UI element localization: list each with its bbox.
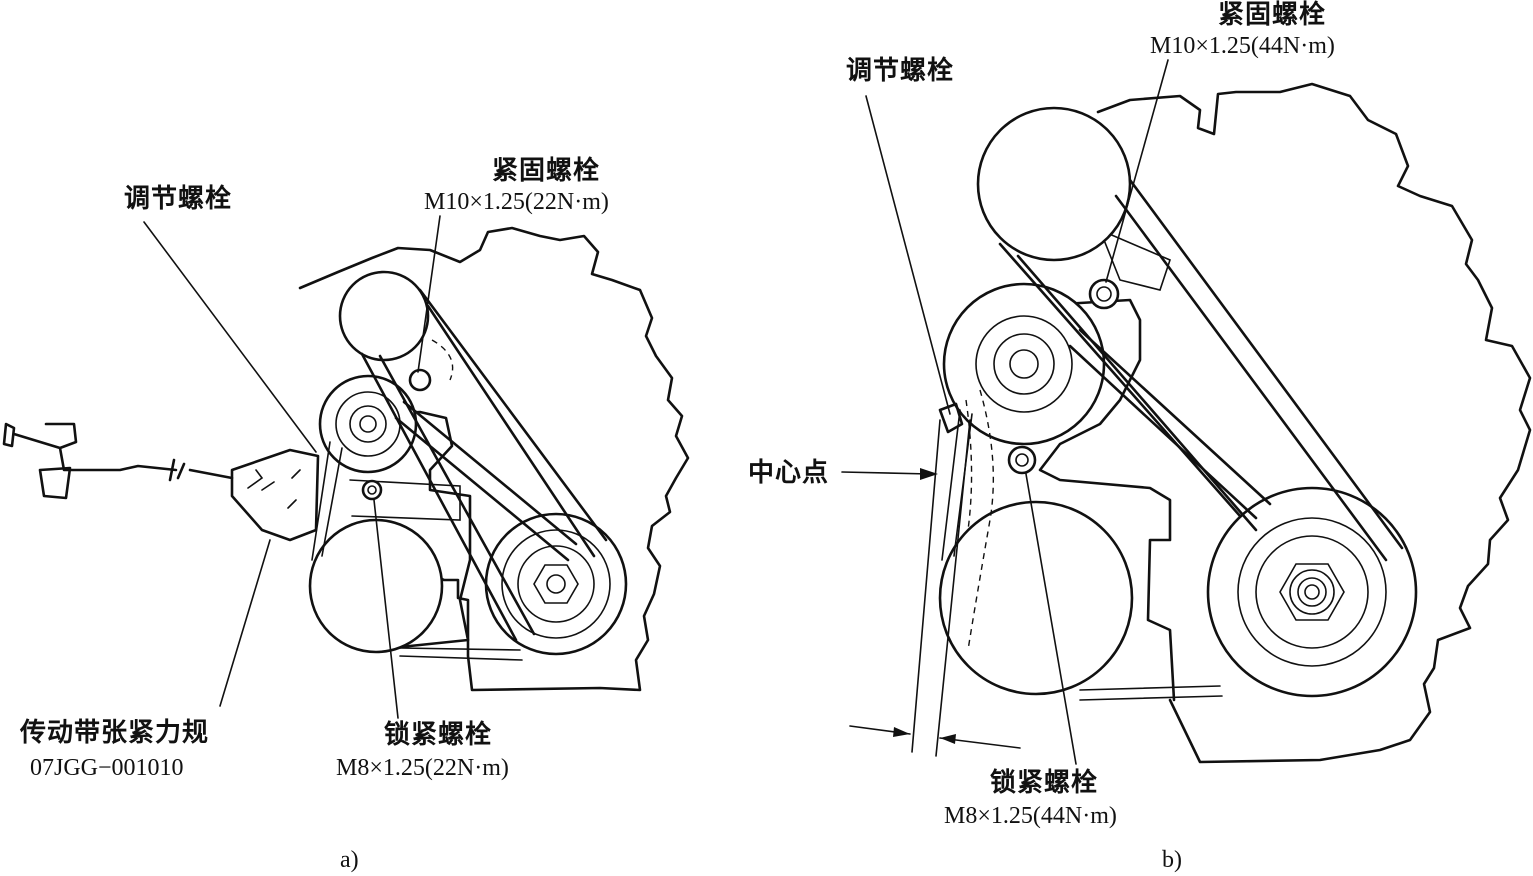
lock-bolt-a: [361, 479, 383, 501]
belt-b-2: [1114, 178, 1404, 562]
engine-block-a: [298, 226, 690, 692]
figure-b-drawing: [841, 59, 1532, 765]
ps-pulley-inner-b: [993, 333, 1055, 395]
a-adjust-bolt-label: 调节螺栓: [124, 184, 233, 214]
ac-pulley-a: [308, 518, 444, 654]
belt-a-5: [399, 647, 523, 661]
crank-pulley-inner-b: [1255, 535, 1369, 649]
lock-bolt-b-inner: [1015, 453, 1029, 467]
deflect-line-b2: [935, 419, 971, 757]
a-gauge-code-label: 07JGG−001010: [30, 755, 184, 781]
dim-right-arrow-b: [940, 734, 956, 744]
b-center-point-label: 中心点: [748, 458, 830, 488]
crank-pulley-mid-a: [501, 529, 611, 639]
ps-pulley-outer-b: [942, 282, 1106, 446]
b-adjust-bolt-label: 调节螺栓: [846, 56, 955, 86]
crank-bolt-a: [533, 564, 579, 604]
belt-b-3: [1068, 328, 1272, 520]
alternator-pulley-a: [338, 270, 430, 362]
a-fix-bolt-spec: M10×1.25(22N·m): [424, 189, 609, 215]
crank-pulley-mid-b: [1237, 517, 1387, 667]
b-caption: b): [1162, 847, 1182, 873]
mount-bracket-b2: [1098, 228, 1171, 291]
ps-pulley-hub-a: [359, 415, 377, 433]
lock-bolt-b: [1007, 445, 1037, 475]
center-arrow-b: [920, 468, 938, 480]
ps-pulley-mid-b: [975, 315, 1073, 413]
leader-a-lock: [373, 499, 399, 719]
dim-left-arrow-b: [893, 727, 910, 737]
fix-bolt-a: [408, 368, 432, 392]
ac-pulley-b: [938, 500, 1134, 696]
crank-bolt-center-a: [546, 574, 566, 594]
a-lock-bolt-label: 锁紧螺栓: [384, 720, 493, 750]
crank-bolt-ring3-b: [1304, 584, 1320, 600]
crank-pulley-inner-a: [517, 545, 595, 623]
belt-a-3: [394, 400, 578, 562]
tension-gauge-tool: [2, 422, 320, 542]
b-fix-bolt-label: 紧固螺栓: [1218, 0, 1327, 30]
mount-bracket-b: [1028, 298, 1176, 702]
adjust-bolt-head-b: [938, 402, 964, 434]
leader-b-fix: [1105, 59, 1169, 283]
leader-a-fix: [417, 215, 441, 373]
leader-b-center: [841, 471, 931, 475]
leader-b-adjust: [865, 95, 951, 415]
fix-bolt-b-inner: [1096, 286, 1112, 302]
adjust-slot-a: [431, 339, 454, 381]
lock-bolt-a-inner: [367, 485, 377, 495]
belt-b-5: [1079, 685, 1223, 701]
leader-a-adjust: [143, 221, 317, 453]
b-fix-bolt-spec: M10×1.25(44N·m): [1150, 33, 1335, 59]
a-fix-bolt-label: 紧固螺栓: [492, 156, 601, 186]
leader-b-lock: [1025, 473, 1077, 765]
belt-b-1: [998, 242, 1258, 532]
a-caption: a): [340, 847, 359, 873]
crank-bolt-ring1-b: [1289, 569, 1335, 615]
mount-bracket-a: [338, 410, 472, 652]
b-lock-bolt-label: 锁紧螺栓: [990, 768, 1099, 798]
ps-pulley-hub-b: [1009, 349, 1039, 379]
engine-block-b: [1096, 82, 1532, 764]
belt-a-4: [311, 441, 343, 561]
ps-pulley-outer-a: [318, 374, 418, 474]
ps-pulley-inner-a: [349, 405, 387, 443]
crank-pulley-outer-b: [1206, 486, 1418, 698]
crank-bolt-ring2-b: [1297, 577, 1327, 607]
figure-a-drawing: [2, 215, 690, 719]
deflect-line-b1: [911, 419, 941, 753]
deflection-curve-b2: [965, 399, 973, 531]
belt-a-2: [418, 288, 608, 558]
a-lock-bolt-spec: M8×1.25(22N·m): [336, 755, 509, 781]
b-lock-bolt-spec: M8×1.25(44N·m): [944, 803, 1117, 829]
a-gauge-name-label: 传动带张紧力规: [20, 718, 210, 748]
leader-a-gauge: [219, 539, 271, 707]
crank-bolt-b: [1279, 563, 1345, 621]
alternator-pulley-b: [976, 106, 1132, 262]
fix-bolt-b: [1088, 278, 1120, 310]
